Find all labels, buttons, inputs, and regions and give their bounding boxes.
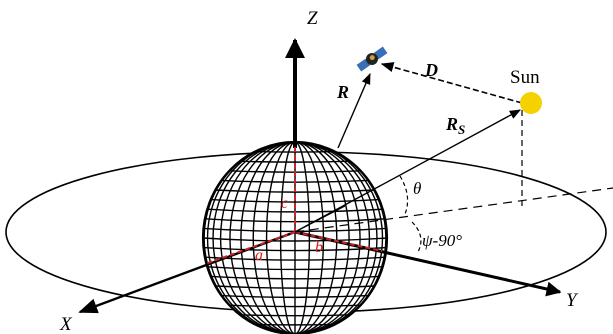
psi-label: ψ-90° [422,231,462,250]
longitude-line [252,142,338,334]
earth-globe [201,140,389,334]
y-axis [294,230,562,297]
semi-axes [204,145,383,265]
vector-d [380,62,523,104]
x-axis [78,230,296,314]
theta-angle-arc [399,175,409,215]
longitude-line [229,142,361,334]
vector-rs-label: RS [445,114,465,137]
vector-rs-label-main: R [445,114,458,134]
x-axis-label: X [59,314,73,334]
semi-axis-c-label: c [281,195,288,212]
semi-axis-b-line [294,231,383,252]
vector-rs [294,109,521,233]
longitude-line [219,142,371,334]
vector-d-label: D [424,60,438,80]
z-axis-label: Z [307,8,318,29]
semi-axis-a-label: a [255,247,263,264]
longitude-line [206,142,384,334]
longitude-line [240,142,350,334]
psi-angle-arc [411,221,422,253]
satellite-icon [356,46,388,72]
vector-r [337,72,371,149]
vector-r-label: R [336,82,349,102]
longitude-line [203,142,387,334]
semi-axis-b-label: b [315,239,323,256]
y-axis-label: Y [566,290,579,311]
sun-projection-line [294,187,613,233]
longitude-line [212,142,378,334]
sun-label: Sun [510,67,540,88]
theta-label: θ [413,179,421,198]
center-radial-line [294,205,346,233]
vector-rs-label-sub: S [458,122,465,137]
sun-icon [520,92,542,114]
